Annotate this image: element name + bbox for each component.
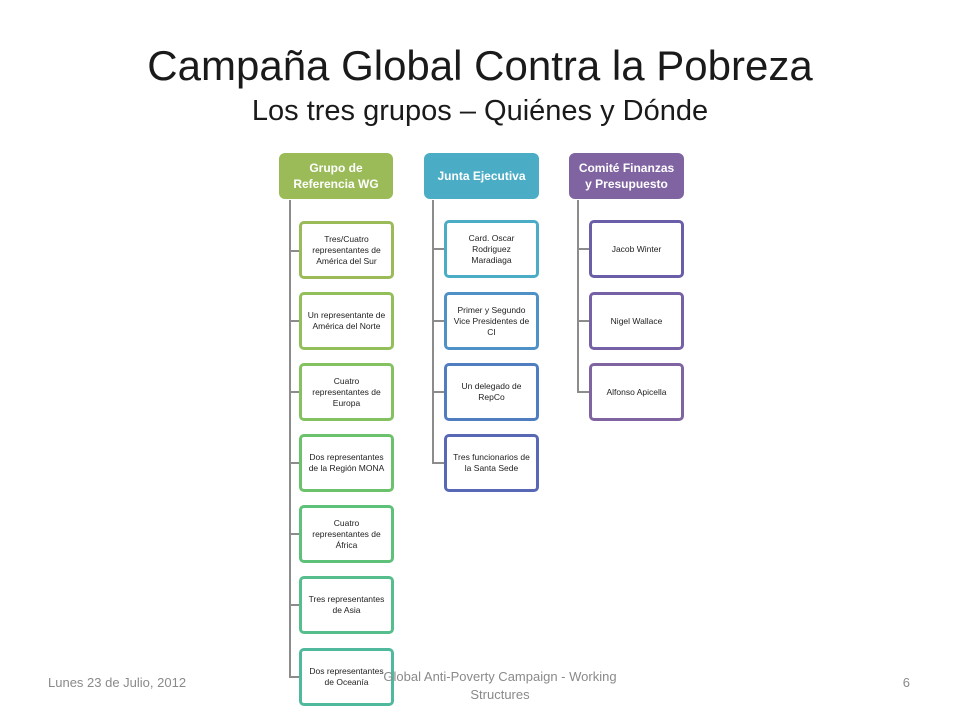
title-subtitle: Los tres grupos – Quiénes y Dónde <box>251 95 709 127</box>
connector-line <box>577 200 579 392</box>
org-child-label: Nigel Wallace <box>610 315 663 326</box>
org-child-box: Tres representantes de Asia <box>299 576 394 634</box>
org-child-box: Dos representantes de Oceanía <box>299 648 394 706</box>
org-child-box: Un delegado de RepCo <box>444 363 539 421</box>
org-child-label: Alfonso Apicella <box>606 386 667 397</box>
connector-tick <box>432 248 444 250</box>
connector-tick <box>432 320 444 322</box>
org-child-box: Alfonso Apicella <box>589 363 684 421</box>
org-child-box: Un representante de América del Norte <box>299 292 394 350</box>
connector-tick <box>289 604 299 606</box>
org-child-label: Cuatro representantes de Europa <box>312 375 381 408</box>
org-child-box: Tres/Cuatro representantes de América de… <box>299 221 394 279</box>
connector-tick <box>289 676 299 678</box>
org-header-junta-ejecutiva: Junta Ejecutiva <box>424 153 539 199</box>
org-child-label: Card. Oscar Rodriguez Maradiaga <box>468 232 515 265</box>
org-child-label: Jacob Winter <box>611 243 662 254</box>
org-child-label: Dos representantes de la Región MONA <box>308 452 385 473</box>
connector-tick <box>577 320 589 322</box>
connector-tick <box>432 462 444 464</box>
org-child-box: Dos representantes de la Región MONA <box>299 434 394 492</box>
org-header-label: Grupo de Referencia WG <box>293 161 379 191</box>
org-header-label: Comité Finanzas y Presupuesto <box>578 161 675 191</box>
org-child-label: Tres funcionarios de la Santa Sede <box>453 452 530 473</box>
title-main: Campaña Global Contra la Pobreza <box>147 42 813 89</box>
org-child-box: Tres funcionarios de la Santa Sede <box>444 434 539 492</box>
org-child-box: Cuatro representantes de África <box>299 505 394 563</box>
org-header-label: Junta Ejecutiva <box>437 169 526 183</box>
org-header-comite-finanzas: Comité Finanzas y Presupuesto <box>569 153 684 199</box>
slide-title: Campaña Global Contra la Pobreza Los tre… <box>0 40 960 130</box>
org-child-label: Tres representantes de Asia <box>308 594 385 615</box>
org-child-box: Cuatro representantes de Europa <box>299 363 394 421</box>
footer-date: Lunes 23 de Julio, 2012 <box>48 675 187 690</box>
connector-tick <box>577 391 589 393</box>
org-child-box: Primer y Segundo Vice Presidentes de CI <box>444 292 539 350</box>
org-header-grupo-referencia: Grupo de Referencia WG <box>279 153 393 199</box>
connector-tick <box>432 391 444 393</box>
connector-tick <box>289 462 299 464</box>
page-number: 6 <box>902 675 910 690</box>
connector-tick <box>289 391 299 393</box>
connector-tick <box>577 248 589 250</box>
connector-tick <box>289 250 299 252</box>
org-child-label: Un delegado de RepCo <box>461 381 522 402</box>
org-child-label: Primer y Segundo Vice Presidentes de CI <box>453 304 530 337</box>
org-child-label: Tres/Cuatro representantes de América de… <box>312 233 381 266</box>
connector-tick <box>289 320 299 322</box>
org-child-box: Jacob Winter <box>589 220 684 278</box>
connector-line <box>432 200 434 463</box>
footer-title: Global Anti-Poverty Campaign - Working S… <box>383 669 617 702</box>
org-child-label: Un representante de América del Norte <box>307 310 386 331</box>
org-child-label: Dos representantes de Oceanía <box>309 666 384 687</box>
org-child-box: Card. Oscar Rodriguez Maradiaga <box>444 220 539 278</box>
connector-tick <box>289 533 299 535</box>
connector-line <box>289 200 291 676</box>
org-child-label: Cuatro representantes de África <box>312 517 381 550</box>
org-child-box: Nigel Wallace <box>589 292 684 350</box>
